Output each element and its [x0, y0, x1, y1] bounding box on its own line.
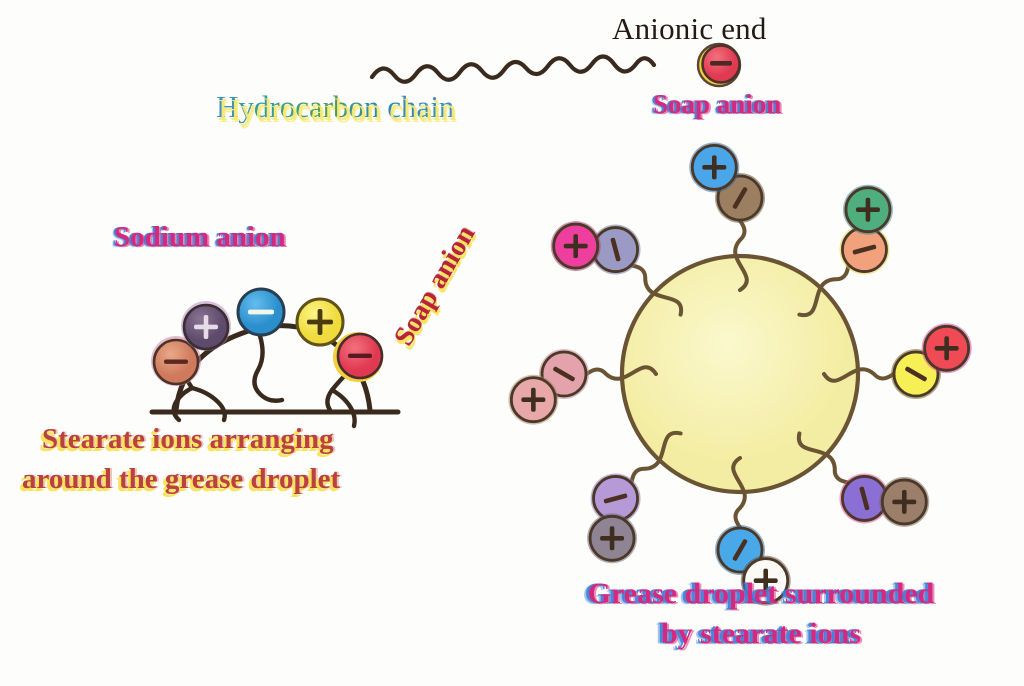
- arm-right-minus-icon: [905, 366, 927, 382]
- stearate-tail-middle: [252, 333, 285, 403]
- ion-blue-minus-glyph: [248, 309, 274, 315]
- ion-red-minus-glyph: [348, 353, 372, 358]
- stearate-tail-left-b: [189, 385, 227, 423]
- arm-bottom-right-plus-icon: [892, 489, 917, 514]
- hydrocarbon-chain-path: [369, 54, 657, 84]
- arm-top-left-minus-icon: [610, 237, 621, 262]
- stearate-caption-line2: around the grease droplet: [22, 463, 341, 495]
- arm-bottom-minus-icon: [732, 539, 748, 561]
- arm-right-plus-icon: [934, 336, 959, 361]
- ion-yellow-plus-glyph: [307, 309, 333, 335]
- anionic-end-label: Anionic end: [612, 11, 767, 46]
- soap-anion-head-minus-icon: [710, 61, 732, 66]
- micelle-arms-group: [508, 142, 972, 606]
- sodium-anion-label-line1: Sodium anion: [114, 221, 286, 253]
- hydrocarbon-chain-label: Hydrocarbon chain: [216, 89, 455, 124]
- arm-bottom-plus-icon: [753, 568, 778, 593]
- arm-top-plus-icon: [702, 155, 727, 180]
- arm-top-right-minus-icon: [852, 244, 877, 255]
- stearate-caption-line1: Stearate ions arranging: [42, 423, 334, 455]
- arm-top-right-plus-icon: [855, 197, 880, 222]
- arm-bottom-right-minus-icon: [859, 486, 870, 511]
- grease-caption-line1: Grease droplet surrounded: [587, 577, 935, 610]
- grease-caption-line2: by stearate ions: [661, 617, 861, 650]
- arm-top-left-plus-icon: [563, 234, 588, 259]
- arm-left-plus-icon: [521, 387, 546, 412]
- ion-purple-plus-glyph: [194, 315, 218, 339]
- ion-orange-minus-glyph: [164, 359, 188, 364]
- soap-anion-label-top: Soap anion: [653, 89, 782, 119]
- stearate-tail-right-b: [329, 387, 357, 429]
- arm-bottom-left-plus-icon: [600, 526, 625, 551]
- arm-top-minus-icon: [732, 187, 748, 209]
- arm-left-minus-icon: [553, 366, 575, 382]
- arm-bottom-left-minus-icon: [603, 493, 628, 504]
